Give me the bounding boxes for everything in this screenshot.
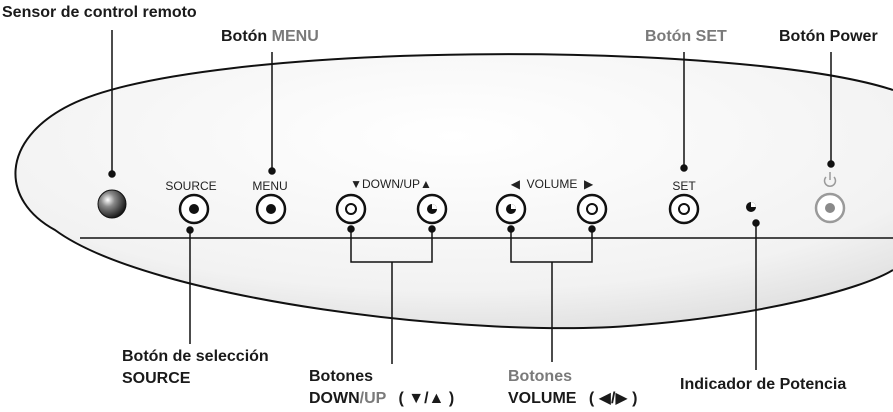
up-button[interactable] bbox=[416, 193, 448, 225]
panel-label-set: SET bbox=[672, 179, 696, 193]
panel-label-menu: MENU bbox=[252, 179, 288, 193]
callout-power: Botón Power bbox=[779, 28, 878, 45]
callout-sensor: Sensor de control remoto bbox=[2, 4, 197, 21]
callout-volume-name: VOLUME bbox=[508, 390, 577, 407]
down-button[interactable] bbox=[335, 193, 367, 225]
callout-source-line1: Botón de selección bbox=[122, 348, 269, 365]
panel-label-volume: ◀ VOLUME ▶ bbox=[510, 177, 594, 191]
set-button[interactable] bbox=[668, 193, 700, 225]
callout-set-name: SET bbox=[695, 28, 727, 45]
callout-downup: Botones DOWN/UP ( ▼/▲ ) bbox=[309, 366, 454, 410]
panel-label-downup: ▼DOWN/UP▲ bbox=[350, 177, 432, 191]
callout-volume-symbols: ( ◀/▶ ) bbox=[588, 390, 638, 407]
volume-down-button[interactable] bbox=[495, 193, 527, 225]
callout-downup-name: DOWN bbox=[309, 390, 360, 407]
menu-button[interactable] bbox=[255, 193, 287, 225]
power-symbol-icon bbox=[823, 172, 837, 188]
callout-volume-line1: Botones bbox=[508, 368, 572, 385]
callout-power-indicator: Indicador de Potencia bbox=[680, 376, 847, 393]
callout-volume: Botones VOLUME ( ◀/▶ ) bbox=[508, 366, 638, 410]
callout-set-prefix: Botón bbox=[645, 28, 696, 45]
callout-set: Botón SET bbox=[645, 26, 727, 48]
callout-volume-line2: VOLUME ( ◀/▶ ) bbox=[508, 388, 638, 410]
callout-menu-name: MENU bbox=[271, 28, 319, 45]
power-indicator-led bbox=[746, 202, 756, 212]
callout-downup-line2: DOWN/UP ( ▼/▲ ) bbox=[309, 388, 454, 410]
callout-downup-symbols: ( ▼/▲ ) bbox=[398, 390, 455, 407]
callout-menu-prefix: Botón bbox=[221, 28, 272, 45]
panel-label-source: SOURCE bbox=[165, 179, 217, 193]
leader-lines bbox=[108, 30, 835, 370]
callout-downup-line1: Botones bbox=[309, 368, 373, 385]
panel-outline bbox=[14, 53, 893, 330]
callout-source: Botón de selección SOURCE bbox=[122, 346, 269, 390]
volume-up-button[interactable] bbox=[576, 193, 608, 225]
source-button[interactable] bbox=[178, 193, 210, 225]
callout-source-line2: SOURCE bbox=[122, 370, 191, 387]
callout-downup-rest: /UP bbox=[359, 390, 387, 407]
callout-menu: Botón MENU bbox=[221, 26, 319, 48]
power-button[interactable] bbox=[814, 192, 846, 224]
remote-sensor-icon bbox=[97, 189, 127, 219]
